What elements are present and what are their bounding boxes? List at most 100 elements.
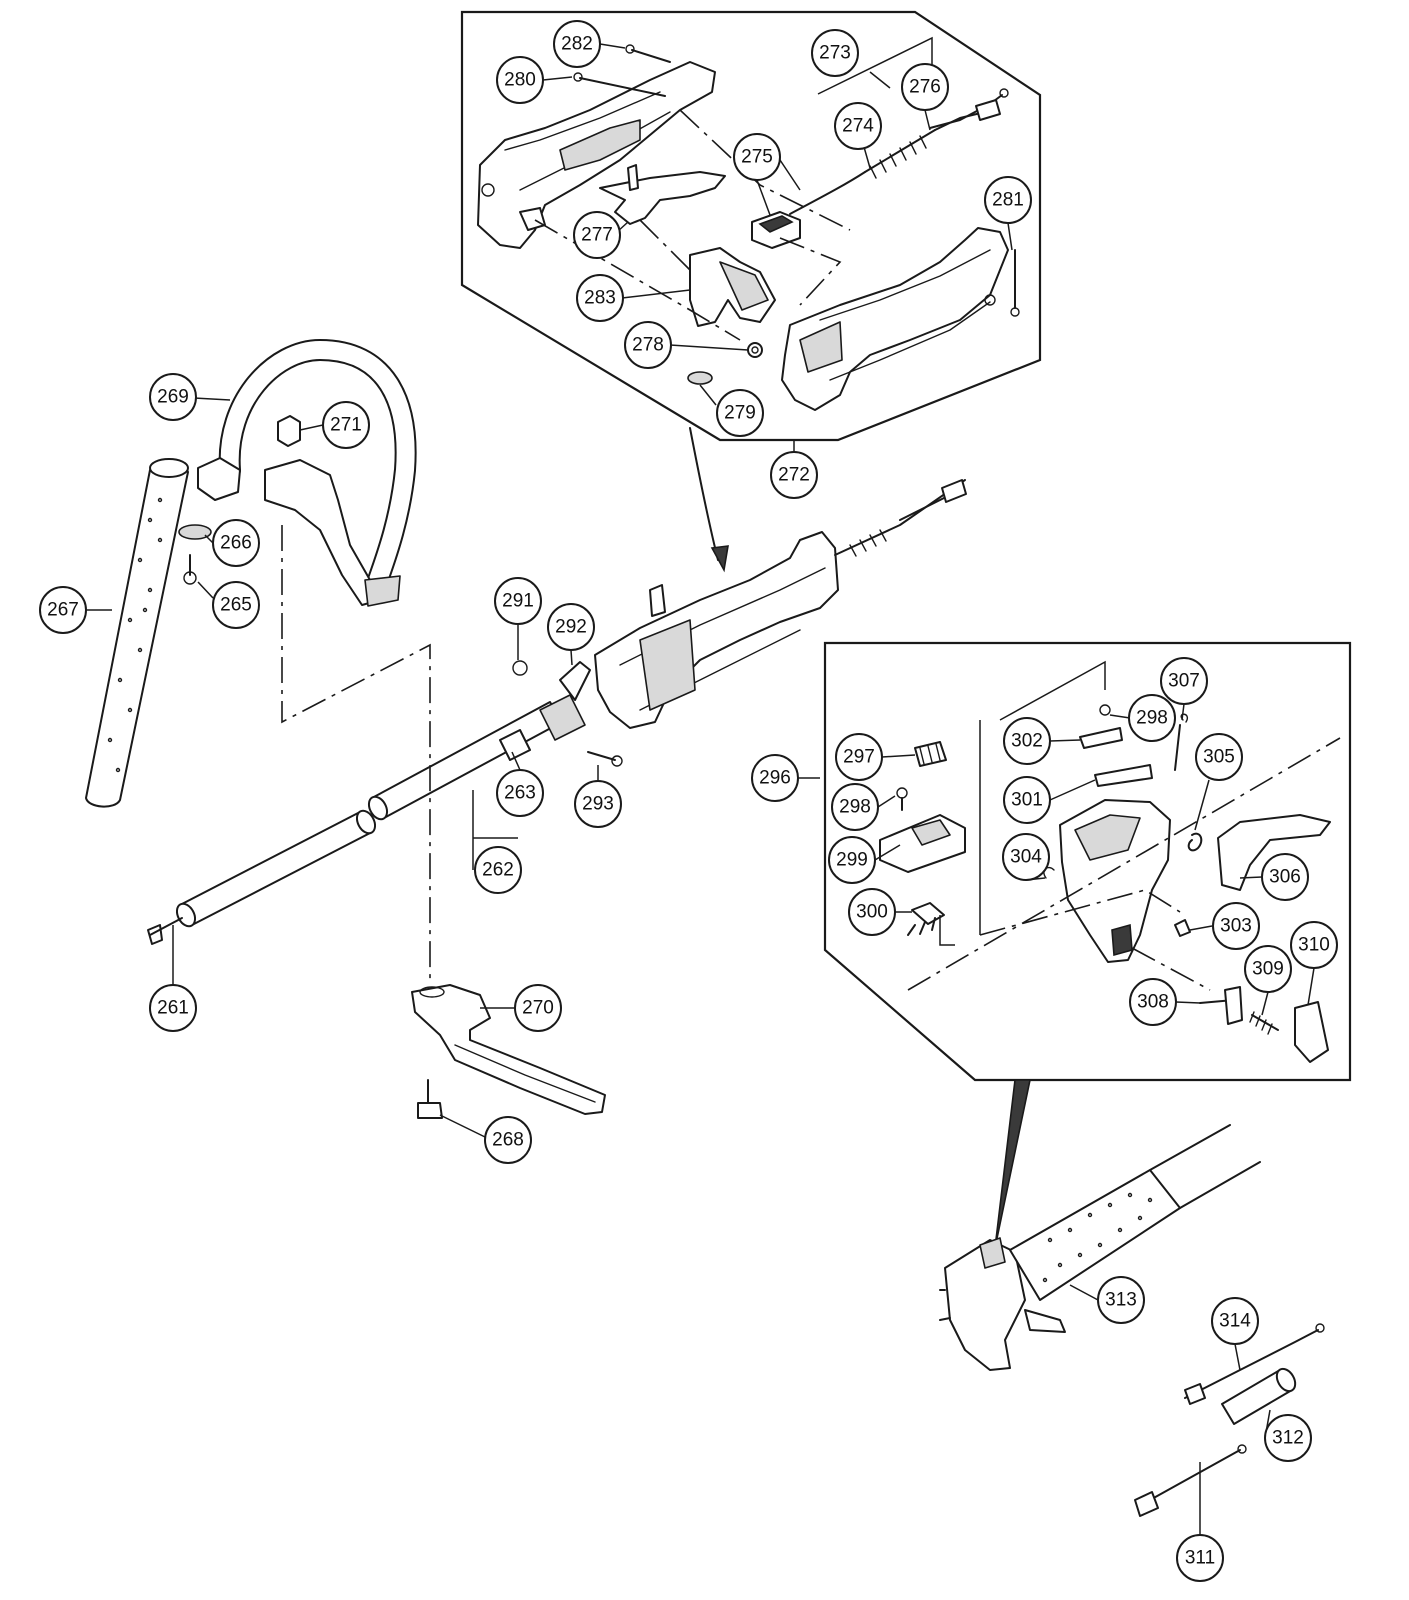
callout-263: 263 (496, 769, 544, 817)
switch-arrow (994, 1079, 1031, 1249)
callout-291: 291 (494, 577, 542, 625)
callout-275: 275 (733, 133, 781, 181)
callout-label: 268 (492, 1130, 524, 1151)
callout-307: 307 (1160, 657, 1208, 705)
callout-283: 283 (576, 274, 624, 322)
callout-label: 301 (1011, 790, 1043, 811)
callout-label: 274 (842, 116, 874, 137)
callout-label: 276 (909, 77, 941, 98)
callout-label: 278 (632, 335, 664, 356)
callout-label: 282 (561, 34, 593, 55)
callout-313: 313 (1097, 1276, 1145, 1324)
callout-label: 297 (843, 747, 875, 768)
callout-label: 263 (504, 783, 536, 804)
callout-309: 309 (1244, 945, 1292, 993)
callout-304: 304 (1002, 833, 1050, 881)
callout-305: 305 (1195, 733, 1243, 781)
callout-312: 312 (1264, 1414, 1312, 1462)
callout-297: 297 (835, 733, 883, 781)
callout-306: 306 (1261, 853, 1309, 901)
callout-261: 261 (149, 984, 197, 1032)
callout-label: 262 (482, 860, 514, 881)
callout-278: 278 (624, 321, 672, 369)
callout-label: 292 (555, 617, 587, 638)
callout-label: 298 (839, 797, 871, 818)
callout-308: 308 (1129, 978, 1177, 1026)
callout-274: 274 (834, 102, 882, 150)
callout-label: 306 (1269, 867, 1301, 888)
callout-label: 291 (502, 591, 534, 612)
callout-label: 265 (220, 595, 252, 616)
callout-label: 296 (759, 768, 791, 789)
callout-270: 270 (514, 984, 562, 1032)
callout-282: 282 (553, 20, 601, 68)
throttle-assembly (594, 479, 967, 729)
callout-262: 262 (474, 846, 522, 894)
callout-311: 311 (1176, 1534, 1224, 1582)
callout-271: 271 (322, 401, 370, 449)
callout-label: 269 (157, 387, 189, 408)
callout-label: 279 (724, 403, 756, 424)
callout-276: 276 (901, 63, 949, 111)
callout-299: 299 (828, 836, 876, 884)
assembly-arrow-head (710, 545, 729, 573)
rear-grip (939, 1124, 1261, 1371)
callout-298a: 298 (831, 783, 879, 831)
callout-label: 277 (581, 225, 613, 246)
callout-label: 293 (582, 794, 614, 815)
callout-265: 265 (212, 581, 260, 629)
throttle-housing-inset (460, 10, 1042, 442)
callout-281: 281 (984, 176, 1032, 224)
callout-label: 270 (522, 998, 554, 1019)
callout-310: 310 (1290, 921, 1338, 969)
assembly-dashline (281, 525, 431, 985)
handle-bracket (411, 984, 606, 1119)
callout-300: 300 (848, 888, 896, 936)
callout-label: 272 (778, 465, 810, 486)
callout-303: 303 (1212, 902, 1260, 950)
callout-277: 277 (573, 211, 621, 259)
callout-280: 280 (496, 56, 544, 104)
callout-label: 310 (1298, 935, 1330, 956)
callout-label: 300 (856, 902, 888, 923)
callout-label: 298 (1136, 708, 1168, 729)
callout-label: 313 (1105, 1290, 1137, 1311)
front-grip (85, 458, 189, 808)
callout-label: 271 (330, 415, 362, 436)
callout-268: 268 (484, 1116, 532, 1164)
callout-label: 267 (47, 600, 79, 621)
callout-label: 280 (504, 70, 536, 91)
callout-label: 275 (741, 147, 773, 168)
callout-label: 266 (220, 533, 252, 554)
shaft-assembly (147, 660, 623, 945)
callout-293: 293 (574, 780, 622, 828)
callout-label: 303 (1220, 916, 1252, 937)
callout-272: 272 (770, 451, 818, 499)
callout-302: 302 (1003, 717, 1051, 765)
callout-label: 314 (1219, 1311, 1251, 1332)
callout-label: 305 (1203, 747, 1235, 768)
callout-279: 279 (716, 389, 764, 437)
callout-label: 309 (1252, 959, 1284, 980)
callout-label: 304 (1010, 847, 1042, 868)
callout-label: 281 (992, 190, 1024, 211)
callout-301: 301 (1003, 776, 1051, 824)
leader-lines (86, 42, 1315, 1535)
callout-label: 299 (836, 850, 868, 871)
callout-314: 314 (1211, 1297, 1259, 1345)
callout-label: 312 (1272, 1428, 1304, 1449)
loop-handle-group (178, 338, 417, 607)
cable-parts (1134, 1323, 1325, 1517)
callout-label: 307 (1168, 671, 1200, 692)
callout-label: 302 (1011, 731, 1043, 752)
callout-label: 273 (819, 43, 851, 64)
callout-266: 266 (212, 519, 260, 567)
callout-296: 296 (751, 754, 799, 802)
callout-label: 311 (1185, 1548, 1215, 1569)
callout-273: 273 (811, 29, 859, 77)
callout-298b: 298 (1128, 694, 1176, 742)
callout-269: 269 (149, 373, 197, 421)
callout-267: 267 (39, 586, 87, 634)
assembly-arrow (689, 427, 719, 561)
callout-label: 283 (584, 288, 616, 309)
